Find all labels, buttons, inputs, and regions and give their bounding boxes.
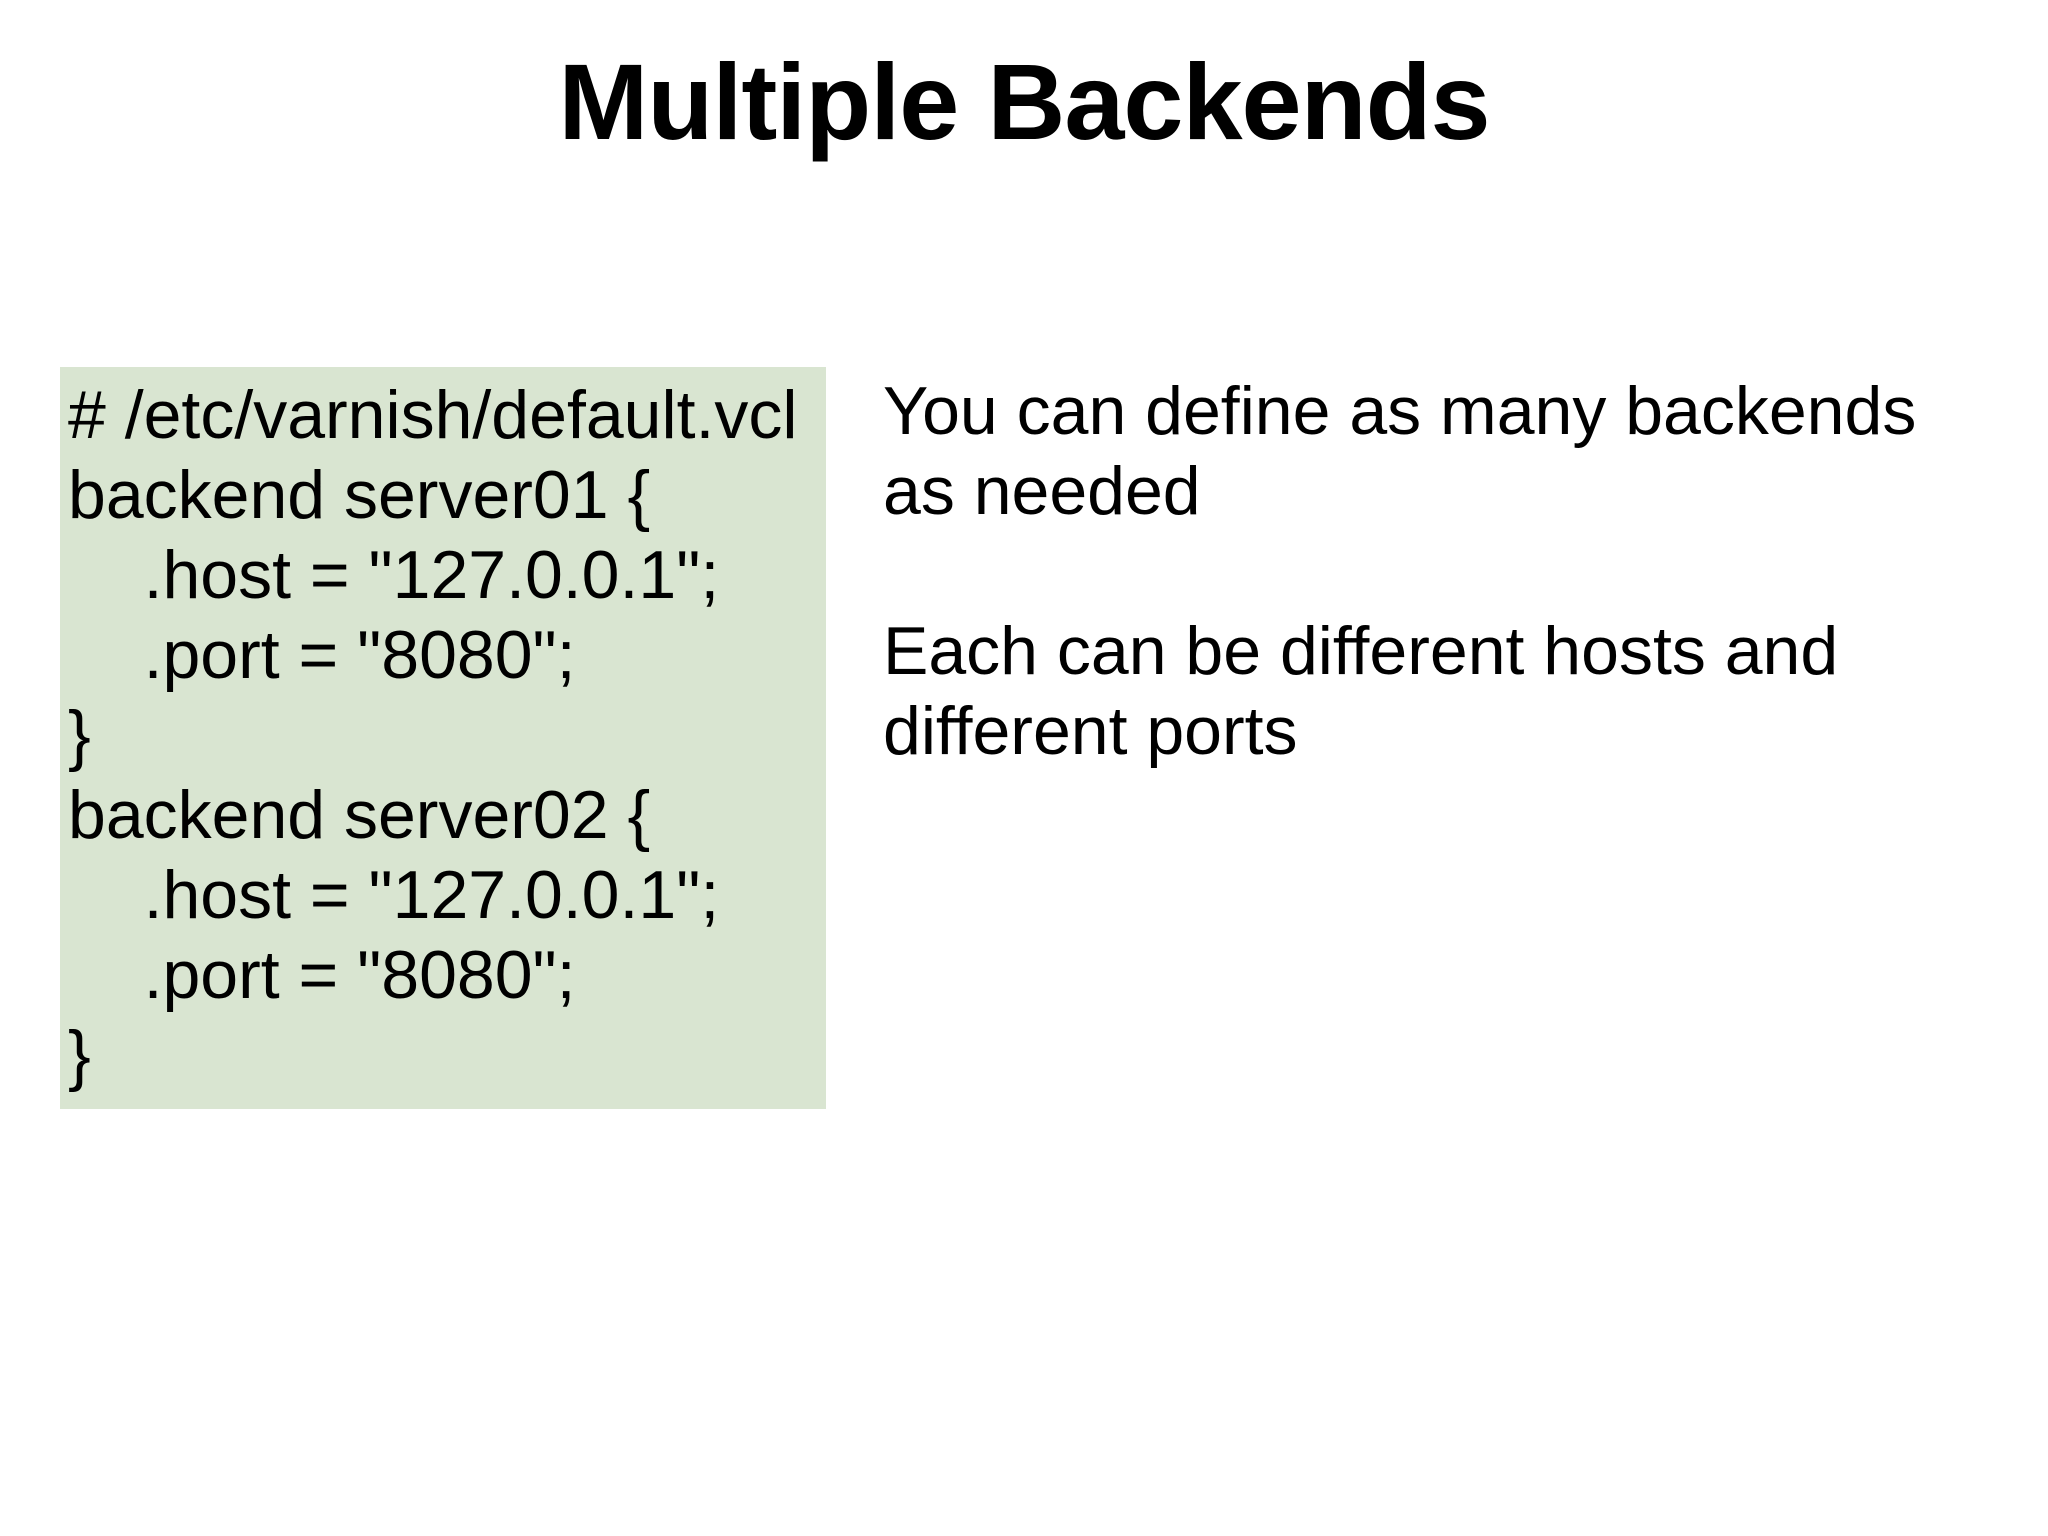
code-line: backend server02 { xyxy=(68,777,651,853)
code-line: .host = "127.0.0.1"; xyxy=(68,537,720,613)
code-line: } xyxy=(68,1017,91,1093)
code-line: .host = "127.0.0.1"; xyxy=(68,857,720,933)
slide-title: Multiple Backends xyxy=(558,41,1490,162)
notes-column: You can define as many backends as neede… xyxy=(883,371,1963,851)
code-line: # /etc/varnish/default.vcl xyxy=(68,377,798,453)
vcl-code-block: # /etc/varnish/default.vcl backend serve… xyxy=(60,367,826,1109)
code-line: backend server01 { xyxy=(68,457,651,533)
note-paragraph: Each can be different hosts and differen… xyxy=(883,613,1839,769)
code-line: .port = "8080"; xyxy=(68,617,576,693)
code-line: } xyxy=(68,697,91,773)
note-paragraph: You can define as many backends as neede… xyxy=(883,373,1917,529)
code-line: .port = "8080"; xyxy=(68,937,576,1013)
